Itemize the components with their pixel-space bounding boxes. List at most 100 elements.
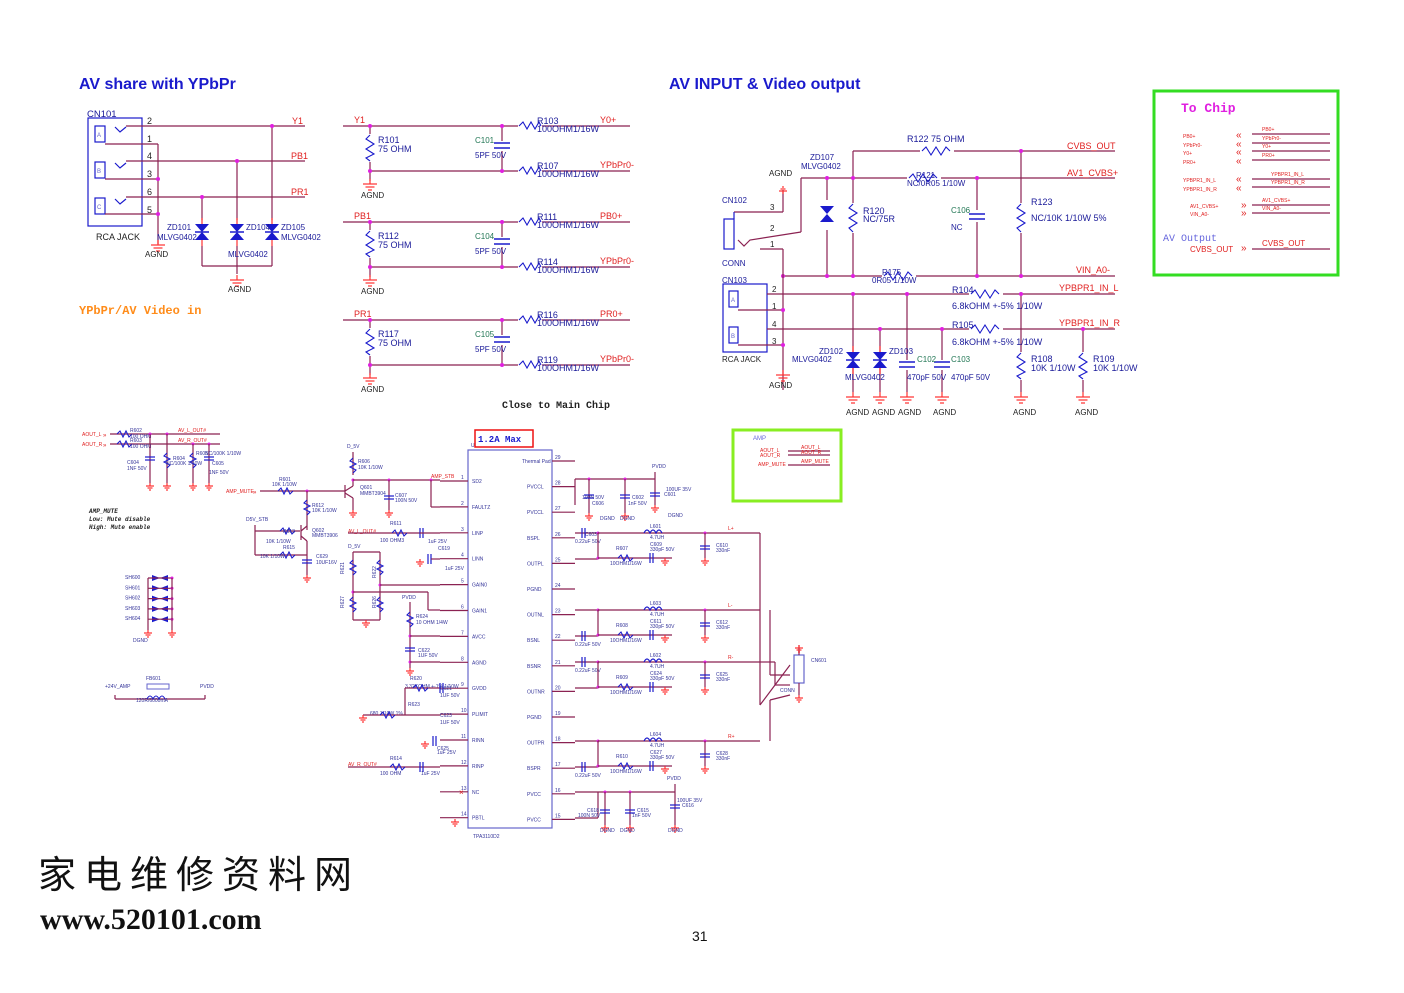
- series-resistor-ref: R103: [537, 116, 559, 126]
- net-aout-r: AOUT_R: [82, 442, 103, 448]
- to-chip-cvbs-left: CVBS_OUT: [1190, 245, 1233, 254]
- r105-ref: R105: [952, 320, 974, 330]
- net-out-pos: PR0+: [600, 309, 623, 319]
- cn601-type: CONN: [780, 688, 795, 694]
- to-chip-right-label: YPbPr0-: [1262, 136, 1281, 142]
- zd107-ref: ZD107: [810, 153, 835, 162]
- net-pr1: PR1: [354, 309, 372, 319]
- agnd-label: AGND: [361, 287, 384, 296]
- shunt-resistor-val: 75 OHM: [378, 240, 412, 250]
- amp-box-amp-mute: AMP_MUTE: [758, 462, 786, 468]
- output-cap-ref: C612: [716, 620, 728, 626]
- chevron-icon: »: [1241, 243, 1247, 254]
- zd104-ref: ZD104: [246, 223, 271, 232]
- c629-ref: C629: [316, 554, 328, 560]
- svg-text:A: A: [97, 133, 101, 139]
- c106-ref: C106: [951, 206, 971, 215]
- r601-val: 10K 1/10W: [272, 482, 297, 488]
- pin-name: OUTPL: [527, 561, 544, 567]
- series-resistor-val: 100OHM1/16W: [537, 363, 600, 373]
- c614-val: 1uF 25V: [421, 771, 441, 777]
- c619-ref: C619: [438, 546, 450, 552]
- net-speaker-ln: L-: [728, 603, 733, 609]
- net-ypbpr1-in-r: YPBPR1_IN_R: [1059, 318, 1121, 328]
- pin-name: PLIMIT: [472, 712, 488, 718]
- to-chip-left-label: YPbPr0-: [1183, 143, 1202, 149]
- series-resistor-val: 100OHM1/16W: [537, 265, 600, 275]
- zd105-part: MLVG0402: [281, 233, 321, 242]
- svg-text:3: 3: [147, 169, 152, 179]
- pin-number: 4: [461, 553, 464, 559]
- shield-ref: SH602: [125, 596, 141, 602]
- to-chip-cvbs-right: CVBS_OUT: [1262, 239, 1305, 248]
- net-av-l-out: AV_L_OUT#: [178, 428, 206, 434]
- snubber-res-ref: R610: [616, 754, 628, 760]
- zd104-part: MLVG0402: [228, 250, 268, 259]
- pin-number: 23: [555, 609, 561, 615]
- series-resistor-val: 100OHM1/16W: [537, 318, 600, 328]
- to-chip-right-label: PR0+: [1262, 153, 1275, 159]
- r620-ref: R620: [410, 676, 422, 682]
- series-resistor-ref: R114: [537, 257, 558, 267]
- pin-number: 2: [461, 501, 464, 507]
- snubber-cap-val: 330pF 50V: [650, 676, 675, 682]
- current-limit-box: [474, 429, 534, 448]
- to-chip-left-label: PR0+: [1183, 160, 1196, 166]
- av-share-title: AV share with YPbPr: [79, 76, 236, 93]
- pin-name: RINN: [472, 738, 485, 744]
- r121-ref: R121: [916, 171, 936, 180]
- c602-ref: C602: [632, 495, 644, 501]
- dgnd-label: DGND: [668, 513, 683, 519]
- pin-name: PVCC: [527, 792, 541, 798]
- net-out-pos: Y0+: [600, 115, 616, 125]
- net-pr1: PR1: [291, 187, 309, 197]
- pin-number: 12: [461, 760, 467, 766]
- agnd-label: AGND: [228, 285, 251, 294]
- snubber-cap-ref: C609: [650, 542, 662, 548]
- snubber-res-val: 10OHM1/16W: [610, 769, 642, 775]
- shield-ref: SH600: [125, 575, 141, 581]
- output-cap-ref: C610: [716, 543, 728, 549]
- r605-val: NC/100K 1/10W: [205, 451, 241, 457]
- cn601-connector: [793, 654, 805, 684]
- pin-name: BSNL: [527, 638, 540, 644]
- pin-name: BSPR: [527, 766, 541, 772]
- current-limit-note: 1.2A Max: [478, 435, 522, 445]
- r601-ref: R601: [279, 477, 291, 483]
- r121-val: NC/0R05 1/10W: [907, 179, 966, 188]
- r104-val: 6.8kOHM +-5% 1/10W: [952, 301, 1043, 311]
- r104-ref: R104: [952, 285, 974, 295]
- r175-val: 0R05 1/10W: [872, 276, 917, 285]
- r123-ref: R123: [1031, 197, 1053, 207]
- net-amp-mute: AMP_MUTE: [226, 489, 254, 495]
- r615-ref: R615: [283, 545, 295, 551]
- svg-text:1: 1: [147, 134, 152, 144]
- to-chip-left-label: PB0+: [1183, 134, 1195, 140]
- r612-ref: R612: [312, 503, 324, 509]
- dgnd-label: DGND: [133, 638, 148, 644]
- net-24v-amp: +24V_AMP: [105, 684, 131, 690]
- r109-ref: R109: [1093, 354, 1115, 364]
- pin-number: 27: [555, 506, 561, 512]
- c106-val: NC: [951, 223, 963, 232]
- amp-box: [731, 428, 843, 503]
- pin-name: GAIN1: [472, 609, 487, 615]
- to-chip-right-label: VIN_A0-: [1262, 206, 1281, 212]
- chevron-icon: «: [1236, 139, 1242, 150]
- watermark-url: www.520101.com: [40, 903, 262, 936]
- series-resistor-ref: R119: [537, 355, 558, 365]
- pin-number: 3: [461, 527, 464, 533]
- output-cap-ref: C628: [716, 751, 728, 757]
- agnd-label: AGND: [846, 408, 869, 417]
- pin-name: PVCC: [527, 817, 541, 823]
- inductor-ref: L602: [650, 653, 661, 659]
- pin-number: 17: [555, 762, 561, 768]
- net-av1-cvbs: AV1_CVBS+: [1067, 168, 1118, 178]
- amp-mute-note-high: High: Mute enable: [89, 524, 151, 531]
- amp-box-amp-mute-out: AMP_MUTE: [801, 459, 829, 465]
- r624-ref: R624: [416, 614, 428, 620]
- page-number: 31: [692, 928, 708, 944]
- cn103-ref: CN103: [722, 276, 747, 285]
- snubber-res-ref: R609: [616, 675, 628, 681]
- pin-name: PGND: [527, 587, 542, 593]
